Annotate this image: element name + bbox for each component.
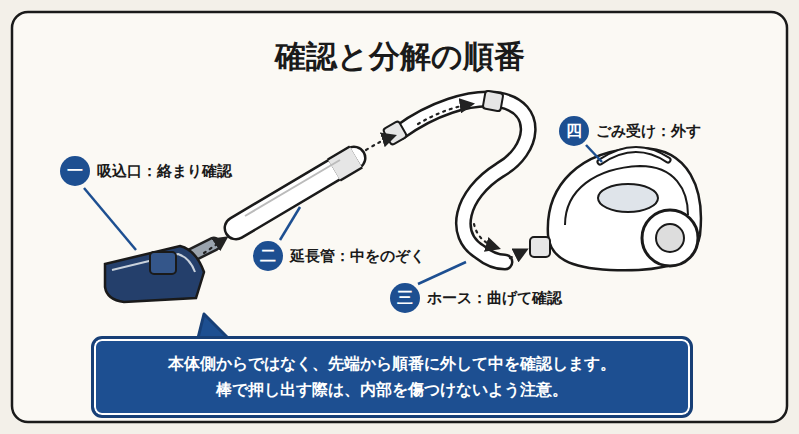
leader-line [84, 145, 602, 284]
nozzle [105, 244, 214, 302]
callout-number: 二 [253, 241, 283, 271]
callout-group: 一吸込口：絡まり確認 [60, 156, 232, 186]
extension-pipe [236, 157, 356, 228]
note-box: 本体側からではなく、先端から順番に外して中を確認します。棒で押し出す際は、内部を… [91, 336, 693, 418]
callout-number: 四 [559, 116, 589, 146]
callout-group: 四ごみ受け：外す [559, 116, 701, 146]
callout-group: 三ホース：曲げて確認 [390, 283, 562, 313]
part-label: 吸込口：絡まり確認 [97, 162, 232, 181]
callout-number: 三 [390, 283, 420, 313]
dotted-arrow [204, 104, 526, 258]
part-label: 延長管：中をのぞく [290, 247, 425, 266]
part-label: ホース：曲げて確認 [427, 289, 562, 308]
note-text: 本体側からではなく、先端から順番に外して中を確認します。 [110, 351, 674, 377]
hose [383, 91, 528, 262]
part-label: ごみ受け：外す [596, 122, 701, 141]
callout-group: 二延長管：中をのぞく [253, 241, 425, 271]
diagram-title: 確認と分解の順番 [0, 36, 799, 78]
callout-number: 一 [60, 156, 90, 186]
callout-pointer [198, 314, 228, 338]
note-text: 棒で押し出す際は、内部を傷つけないよう注意。 [110, 377, 674, 403]
vacuum-body [530, 148, 701, 270]
